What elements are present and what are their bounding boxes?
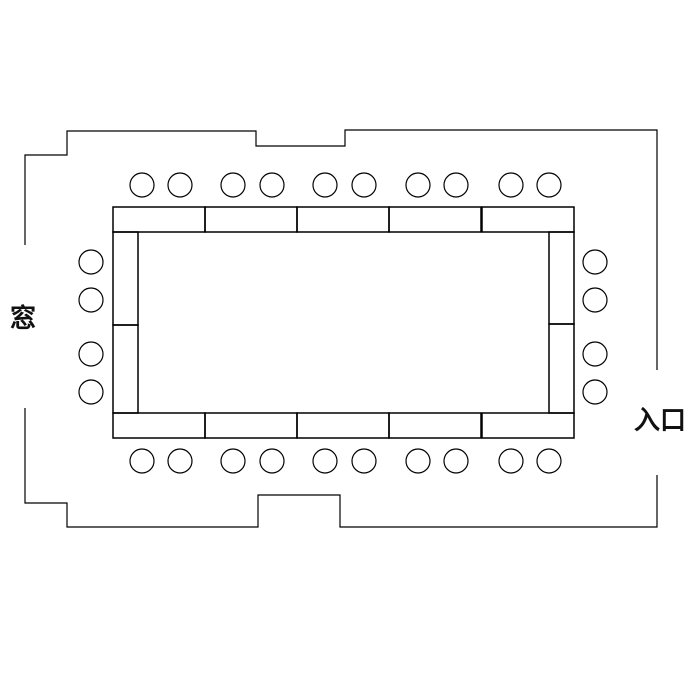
table-left-1 (112, 231, 139, 326)
chair-bottom-3 (220, 448, 246, 474)
chair-top-10 (536, 172, 562, 198)
chair-top-4 (259, 172, 285, 198)
chair-bottom-6 (351, 448, 377, 474)
chair-bottom-10 (536, 448, 562, 474)
table-top-5 (481, 206, 575, 233)
chair-top-2 (167, 172, 193, 198)
chair-top-8 (443, 172, 469, 198)
chair-top-3 (220, 172, 246, 198)
table-right-2 (548, 323, 575, 414)
chair-top-9 (498, 172, 524, 198)
chair-top-7 (405, 172, 431, 198)
chair-bottom-7 (405, 448, 431, 474)
wall-top-left (24, 129, 658, 370)
table-bottom-2 (204, 412, 298, 439)
entrance-label: 入口 (634, 406, 687, 436)
table-top-2 (204, 206, 298, 233)
chair-bottom-1 (129, 448, 155, 474)
chair-bottom-9 (498, 448, 524, 474)
table-bottom-4 (388, 412, 482, 439)
table-bottom-3 (296, 412, 390, 439)
chair-right-3 (582, 341, 608, 367)
chair-top-6 (351, 172, 377, 198)
chairs-group (78, 172, 608, 474)
table-top-3 (296, 206, 390, 233)
table-top-4 (388, 206, 482, 233)
table-top-1 (112, 206, 206, 233)
table-bottom-5 (481, 412, 575, 439)
tables-group (112, 206, 575, 439)
chair-bottom-5 (312, 448, 338, 474)
chair-left-3 (78, 341, 104, 367)
chair-left-1 (78, 249, 104, 275)
chair-right-1 (582, 249, 608, 275)
wall-bottom (24, 408, 658, 528)
chair-top-1 (129, 172, 155, 198)
table-right-1 (548, 231, 575, 325)
table-left-2 (112, 324, 139, 414)
room-outline (24, 129, 658, 528)
chair-bottom-4 (259, 448, 285, 474)
chair-left-4 (78, 379, 104, 405)
window-label: 窓 (10, 304, 37, 334)
table-bottom-1 (112, 412, 206, 439)
chair-right-2 (582, 287, 608, 313)
chair-bottom-2 (167, 448, 193, 474)
chair-right-4 (582, 379, 608, 405)
chair-left-2 (78, 287, 104, 313)
chair-bottom-8 (443, 448, 469, 474)
chair-top-5 (312, 172, 338, 198)
